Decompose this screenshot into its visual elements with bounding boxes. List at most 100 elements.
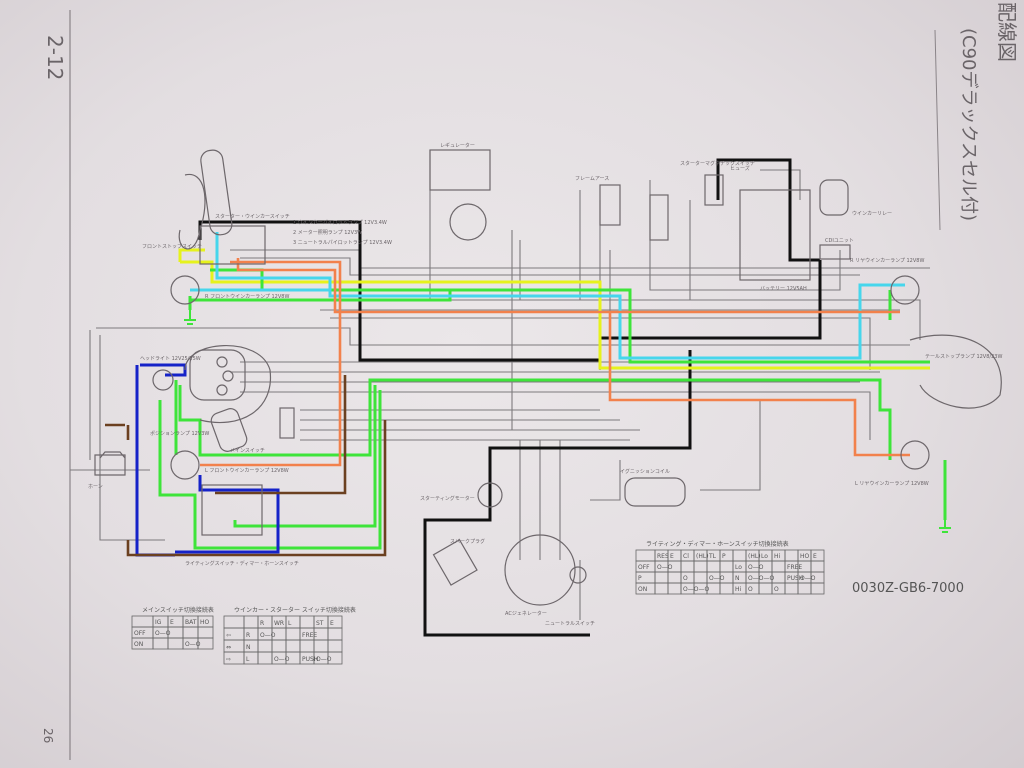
- table-cell-text: O: [774, 586, 779, 593]
- label: ヘッドライト 12V25/25W: [140, 356, 201, 362]
- black-wire: [198, 158, 822, 362]
- table-cell: [223, 615, 245, 629]
- table-cell-text: ⇦: [226, 632, 231, 639]
- label: メインスイッチ: [230, 448, 265, 454]
- table-cell: [732, 549, 747, 562]
- handlebar-grip: [200, 149, 233, 236]
- label: 1 ウインカーパイロットランプ 12V3.4W: [293, 219, 387, 226]
- components: [94, 149, 1002, 606]
- table-cell-text: PUSH: [302, 656, 318, 663]
- table-cell: [299, 615, 315, 629]
- table-cell-text: O—O: [657, 564, 673, 571]
- part-number: 0030Z-GB6-7000: [852, 581, 964, 596]
- table-cell-text: O: [748, 586, 753, 593]
- starter-winker-switch: [199, 225, 266, 265]
- battery: [739, 189, 811, 281]
- table-cell-text: N: [246, 644, 251, 651]
- winker-relay: [649, 194, 669, 241]
- table-cell: [693, 571, 708, 584]
- table-cell: [680, 560, 695, 573]
- table-title: メインスイッチ切換接続表: [142, 606, 214, 614]
- table-cell: [182, 626, 199, 639]
- r-rear-winker-lamp: [890, 275, 920, 305]
- label: スターティングモーター: [420, 495, 475, 502]
- label: ホーン: [88, 484, 103, 490]
- table-cell-text: O—O: [800, 575, 816, 582]
- component-labels: スターター・ウインカースイッチ フロントストップスイッチ 1 ウインカーパイロッ…: [88, 142, 1002, 627]
- diagram-title: 配線図: [995, 2, 1019, 62]
- green-wire-5: [233, 385, 947, 528]
- table-cell: [327, 639, 343, 653]
- table-cell: [131, 615, 154, 628]
- green-wire-2: [188, 290, 452, 310]
- main-switch: [210, 408, 248, 452]
- label: L リヤウインカーランプ 12V8W: [855, 480, 929, 487]
- diagram-subtitle: (C90デラックスセル付): [958, 28, 979, 221]
- table-cell-text: L: [288, 620, 292, 627]
- label: 3 ニュートラルパイロットランプ 12V3.4W: [293, 240, 392, 246]
- table-cell-text: WR: [274, 620, 284, 627]
- table-cell-text: O—O: [185, 641, 201, 648]
- table-cell: [810, 582, 825, 595]
- l-rear-winker-lamp: [900, 440, 930, 470]
- fuse: [704, 174, 724, 206]
- table-cell-text: O—O: [748, 564, 764, 571]
- table-cell-text: Lo: [735, 564, 742, 571]
- table-cell: [197, 637, 214, 650]
- table-cell-text: E: [330, 620, 334, 627]
- table-cell-text: ON: [638, 586, 647, 593]
- winker-pilot-lamp: [216, 356, 228, 368]
- table-cell-text: O—O—O: [748, 575, 774, 582]
- table-cell: [654, 571, 669, 584]
- table-cell: [152, 637, 169, 650]
- table-cell-text: Hi: [774, 553, 781, 560]
- ac-generator: [504, 534, 576, 606]
- headlight: [152, 369, 174, 391]
- l-front-winker-lamp: [170, 450, 200, 480]
- cdi-unit: [819, 244, 851, 260]
- table-cell-text: ON: [134, 641, 143, 648]
- label: スパークプラグ: [450, 538, 485, 545]
- green-wire-1: [210, 268, 930, 364]
- table-cell: [327, 627, 343, 641]
- neutral-pilot-lamp: [216, 384, 228, 396]
- table-cell: [771, 560, 786, 573]
- table-cell: [635, 549, 656, 562]
- table-cell-text: P: [722, 553, 726, 560]
- black-wire-ground: [423, 350, 692, 637]
- starting-motor: [477, 482, 503, 508]
- green-wire-4: [158, 390, 382, 550]
- table-cell: [271, 639, 287, 653]
- orange-wire-1: [200, 258, 342, 467]
- table-cell: [257, 639, 273, 653]
- table-cell-text: E: [670, 553, 674, 560]
- highlighted-wires: [105, 158, 947, 637]
- table-cell-text: (HL): [748, 553, 761, 560]
- table-cell-text: O—O: [155, 630, 171, 637]
- label: 2 メーター照明ランプ 12V3W: [293, 229, 362, 236]
- label: スターターマグネチックスイッチ: [680, 160, 755, 167]
- table-cell-text: TL: [708, 553, 717, 560]
- label: ACジェネレーター: [505, 610, 547, 617]
- table-cell-text: O—O: [316, 656, 332, 663]
- tail-stop-lamp: [909, 334, 1002, 409]
- table-cell-text: FREE: [787, 564, 802, 571]
- page-number: 26: [41, 728, 55, 743]
- table-cell: [654, 582, 669, 595]
- meter-panel: [189, 349, 246, 401]
- table-cell-text: E: [813, 553, 817, 560]
- table-cell: [285, 639, 301, 653]
- table-cell: [197, 626, 214, 639]
- table-title: ウインカー・スターター スイッチ切換接続表: [234, 606, 356, 614]
- label: CDIユニット: [825, 238, 854, 244]
- table-cell: [257, 651, 273, 665]
- ignition-coil: [624, 477, 686, 507]
- table-cell-text: HO: [800, 553, 810, 560]
- meter-light-lamp: [222, 370, 234, 382]
- ground-symbols: [184, 310, 951, 533]
- table-cell-text: Lo: [761, 553, 768, 560]
